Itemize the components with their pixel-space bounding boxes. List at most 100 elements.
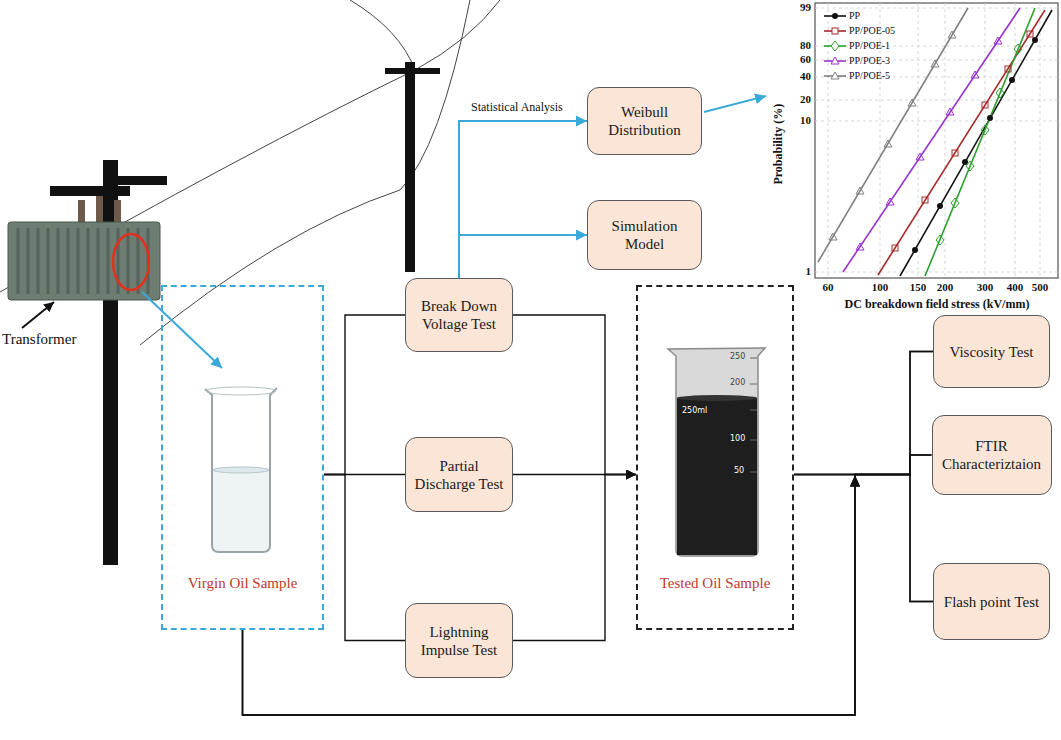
power-lines bbox=[350, 0, 415, 70]
sample-caption: Tested Oil Sample bbox=[638, 575, 792, 592]
box-label: Viscosity Test bbox=[940, 343, 1043, 361]
legend-sample bbox=[824, 72, 846, 79]
connector bbox=[243, 352, 934, 716]
connector-line bbox=[324, 475, 405, 641]
weibull-chart bbox=[818, 8, 968, 262]
legend-marker bbox=[831, 41, 839, 51]
weibull-chart bbox=[892, 31, 1033, 251]
process-box: Partial Discharge Test bbox=[405, 437, 513, 512]
axis-tick-label: 60 bbox=[813, 281, 843, 294]
weibull-chart bbox=[856, 187, 864, 194]
axis-tick-label: 100 bbox=[865, 281, 895, 294]
weibull-chart bbox=[892, 245, 898, 251]
weibull-chart bbox=[936, 44, 1022, 245]
process-box: Lightning Impulse Test bbox=[405, 603, 513, 678]
sample-panel: Tested Oil Sample bbox=[636, 285, 794, 630]
connector bbox=[324, 315, 405, 475]
arrowhead bbox=[850, 476, 860, 487]
utility-pole bbox=[385, 68, 440, 74]
weibull-chart bbox=[982, 102, 988, 108]
legend-sample bbox=[824, 13, 846, 19]
pointer-arrow bbox=[142, 292, 222, 368]
tested-beaker bbox=[750, 358, 757, 472]
weibull-chart bbox=[952, 150, 958, 156]
weibull-chart bbox=[815, 3, 1058, 278]
connector-line bbox=[794, 475, 933, 602]
axis-tick-label: 60 bbox=[781, 53, 811, 66]
process-box: Viscosity Test bbox=[933, 315, 1050, 388]
weibull-chart bbox=[996, 88, 1004, 98]
scale-mark: 250 bbox=[730, 352, 745, 362]
box-label: Break Down Voltage Test bbox=[412, 297, 506, 333]
weibull-chart bbox=[971, 71, 979, 78]
legend-marker bbox=[832, 28, 838, 34]
pointer-arrow bbox=[704, 96, 766, 112]
axis-tick-label: 99 bbox=[781, 1, 811, 14]
tested-beaker bbox=[677, 395, 757, 401]
connector bbox=[794, 352, 933, 475]
edge-label: Statistical Analysis bbox=[469, 100, 565, 114]
weibull-chart bbox=[843, 8, 1020, 272]
process-box: Flash point Test bbox=[933, 563, 1050, 640]
legend-marker bbox=[832, 13, 838, 19]
utility-pole bbox=[50, 62, 440, 565]
weibull-chart bbox=[981, 125, 989, 135]
legend-text: PP bbox=[849, 9, 860, 23]
weibull-chart bbox=[908, 99, 916, 106]
connector-line bbox=[794, 352, 933, 475]
connector bbox=[324, 475, 405, 641]
weibull-chart bbox=[936, 235, 944, 245]
transformer-illustration bbox=[8, 196, 160, 300]
connector-line bbox=[794, 455, 932, 475]
axis-tick-label: 20 bbox=[781, 93, 811, 106]
transformer-illustration bbox=[8, 222, 160, 300]
weibull-chart bbox=[946, 108, 954, 115]
weibull-chart bbox=[922, 197, 928, 203]
transformer-illustration bbox=[78, 200, 85, 222]
virgin-beaker bbox=[205, 387, 277, 552]
scale-mark: 100 bbox=[730, 434, 745, 444]
virgin-beaker bbox=[213, 470, 269, 551]
virgin-beaker bbox=[205, 388, 277, 552]
legend-sample bbox=[824, 41, 846, 51]
weibull-chart bbox=[931, 60, 939, 67]
axis-tick-label: 200 bbox=[930, 281, 960, 294]
axis-title: Probability (%) bbox=[771, 84, 785, 204]
axis-tick-label: 80 bbox=[781, 39, 811, 52]
transformer-illustration bbox=[18, 228, 148, 294]
virgin-beaker bbox=[206, 387, 276, 395]
weibull-chart bbox=[815, 3, 1058, 278]
weibull-chart bbox=[937, 203, 943, 209]
weibull-chart bbox=[951, 198, 959, 208]
connector bbox=[459, 121, 587, 278]
legend-text: PP/POE-5 bbox=[849, 69, 890, 83]
arrowhead bbox=[850, 476, 860, 487]
axis-tick-label: 300 bbox=[970, 281, 1000, 294]
weibull-chart bbox=[1014, 44, 1022, 54]
legend-sample bbox=[824, 28, 846, 34]
connector-line bbox=[243, 475, 934, 716]
legend-text: PP/POE-1 bbox=[849, 39, 890, 53]
weibull-chart bbox=[878, 10, 1045, 275]
utility-pole bbox=[50, 186, 130, 196]
utility-pole bbox=[112, 176, 167, 185]
connector-line bbox=[243, 455, 932, 715]
weibull-chart bbox=[912, 247, 918, 253]
transformer-illustration bbox=[113, 234, 149, 290]
legend-marker bbox=[831, 72, 839, 79]
connector bbox=[243, 455, 932, 715]
axis-tick-label: 150 bbox=[903, 281, 933, 294]
weibull-chart bbox=[900, 10, 1052, 276]
weibull-chart bbox=[948, 31, 956, 38]
box-label: Lightning Impulse Test bbox=[412, 623, 506, 659]
pointer-arrow bbox=[22, 302, 54, 328]
box-label: Flash point Test bbox=[940, 593, 1043, 611]
virgin-beaker bbox=[213, 467, 269, 473]
connector-line bbox=[243, 352, 934, 716]
weibull-chart bbox=[829, 233, 837, 240]
weibull-chart bbox=[987, 115, 993, 121]
connector bbox=[513, 315, 636, 475]
connector bbox=[513, 475, 636, 641]
legend-text: PP/POE-05 bbox=[849, 24, 895, 38]
box-label: Partial Discharge Test bbox=[412, 457, 506, 493]
